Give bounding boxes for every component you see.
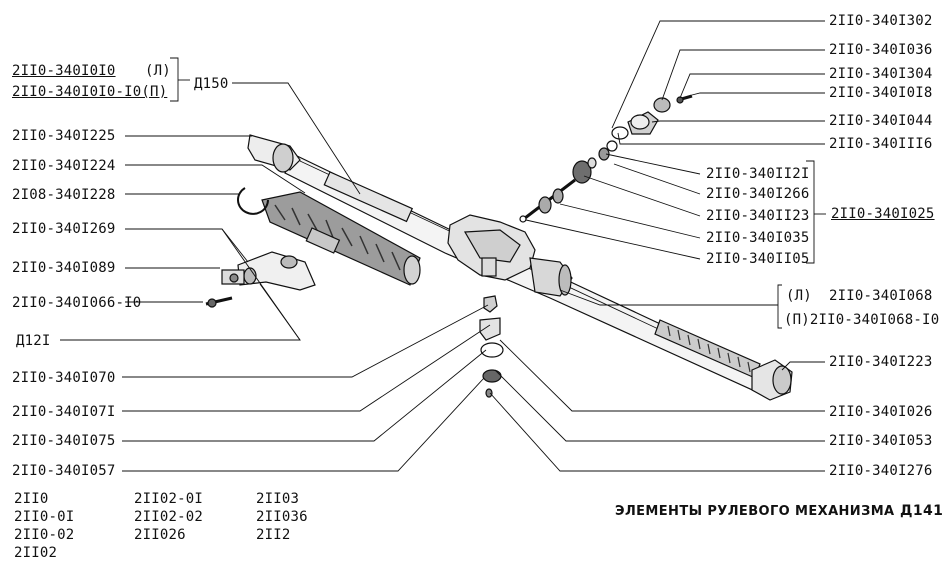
label-3401228: 2I08-340I228 — [12, 187, 116, 203]
label-3401224: 2II0-340I224 — [12, 158, 116, 174]
pinion-bearing — [572, 140, 618, 184]
label-3401068: 2II0-340I068 — [829, 288, 933, 304]
model-item: 2II2 — [256, 527, 291, 543]
label-3401075: 2II0-340I075 — [12, 433, 116, 449]
label-3401123: 2II0-340II23 — [706, 208, 810, 224]
model-item: 2II0 — [14, 491, 49, 507]
rubber-boot-upper — [247, 134, 301, 173]
label-d150: Д150 — [194, 76, 229, 92]
label-3401035: 2II0-340I035 — [706, 230, 810, 246]
label-2110-3401010: 2II0-340I0I0 — [12, 63, 116, 79]
model-item: 2II02-02 — [134, 509, 204, 525]
label-d121: Д12I — [16, 333, 51, 349]
model-item: 2II026 — [134, 527, 186, 543]
page-title: ЭЛЕМЕНТЫ РУЛЕВОГО МЕХАНИЗМА — [615, 504, 895, 519]
label-3401116: 2II0-340III6 — [829, 136, 933, 152]
label-3401089: 2II0-340I089 — [12, 260, 116, 276]
page-code: Д141 — [900, 503, 944, 519]
label-3401225: 2II0-340I225 — [12, 128, 116, 144]
label-3401068-10: (П)2II0-340I068-I0 — [784, 312, 940, 328]
label-3401121: 2II0-340II2I — [706, 166, 810, 182]
model-item: 2II02 — [14, 545, 58, 561]
model-item: 2II0-0I — [14, 509, 75, 525]
label-3401070: 2II0-340I070 — [12, 370, 116, 386]
label-3401105: 2II0-340II05 — [706, 251, 810, 267]
mounting-bolt — [205, 296, 233, 308]
label-3401276: 2II0-340I276 — [829, 463, 933, 479]
label-3401057: 2II0-340I057 — [12, 463, 116, 479]
label-3401302: 2II0-340I302 — [829, 13, 933, 29]
model-item: 2II02-0I — [134, 491, 204, 507]
gear-housing — [447, 214, 573, 297]
label-3401025: 2II0-340I025 — [831, 206, 935, 222]
bellows-boot-left — [261, 191, 421, 286]
label-3401053: 2II0-340I053 — [829, 433, 933, 449]
label-left-marker: (Л) — [145, 63, 171, 79]
pinion-cover-assembly — [611, 94, 693, 140]
pinion-shaft — [519, 178, 576, 223]
label-2110-3401010-10: 2II0-340I0I0-I0(П) — [12, 84, 168, 100]
label-3401026: 2II0-340I026 — [829, 404, 933, 420]
model-item: 2II0-02 — [14, 527, 75, 543]
thrust-plunger-stack — [479, 295, 504, 398]
label-3401018: 2II0-340I0I8 — [829, 85, 933, 101]
label-3401223: 2II0-340I223 — [829, 354, 933, 370]
label-3401269: 2II0-340I269 — [12, 221, 116, 237]
label-3401066: 2II0-340I066-I0 — [12, 295, 142, 311]
label-3401044: 2II0-340I044 — [829, 113, 933, 129]
model-item: 2II036 — [256, 509, 308, 525]
model-item: 2II03 — [256, 491, 300, 507]
label-3401266: 2II0-340I266 — [706, 186, 810, 202]
label-3401304: 2II0-340I304 — [829, 66, 933, 82]
label-rack-left-marker: (Л) — [786, 288, 812, 304]
label-3401071: 2II0-340I07I — [12, 404, 116, 420]
label-3401036: 2II0-340I036 — [829, 42, 933, 58]
mounting-bracket — [221, 251, 316, 291]
